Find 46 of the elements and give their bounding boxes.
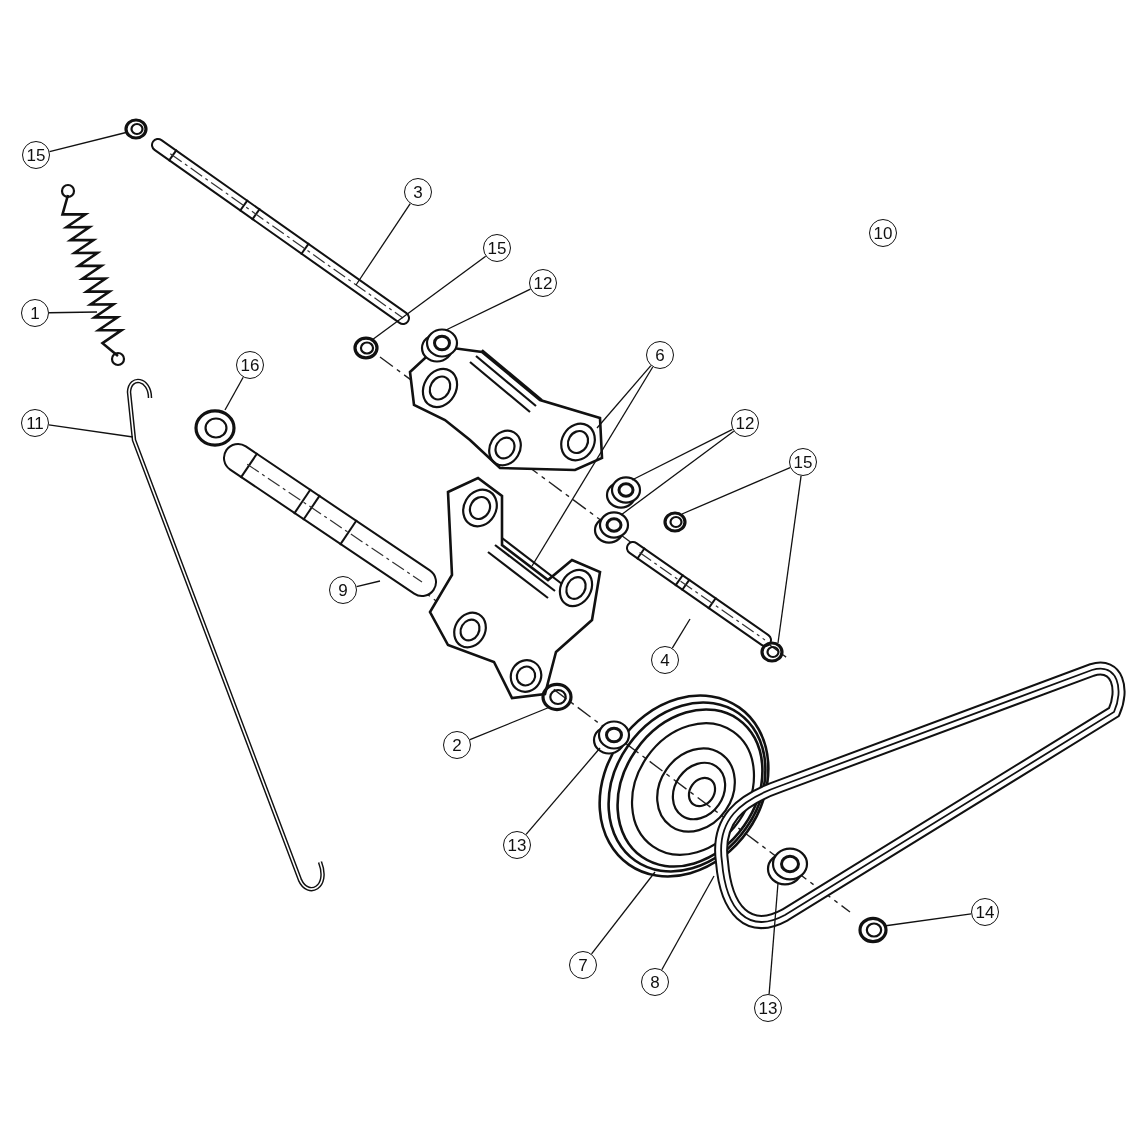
leader-line xyxy=(525,747,601,835)
bushing xyxy=(606,474,642,510)
callout-number: 4 xyxy=(651,646,679,674)
leader-line xyxy=(620,430,735,516)
callout-number: 14 xyxy=(971,898,999,926)
leader-line xyxy=(48,131,129,153)
callout-number: 15 xyxy=(483,234,511,262)
callout-number: 3 xyxy=(404,178,432,206)
callout-number: 2 xyxy=(443,731,471,759)
snap-ring xyxy=(758,638,786,666)
callout-number: 15 xyxy=(789,448,817,476)
leader-line xyxy=(224,376,244,411)
callout-number: 10 xyxy=(869,219,897,247)
callout-number: 13 xyxy=(754,994,782,1022)
leader-line xyxy=(590,871,656,955)
callout-number: 6 xyxy=(646,341,674,369)
leader-line xyxy=(469,706,551,741)
leader-line xyxy=(355,203,411,286)
leader-line xyxy=(681,466,791,515)
callout-number: 16 xyxy=(236,351,264,379)
callout-number: 1 xyxy=(21,299,49,327)
snap-ring xyxy=(122,115,150,143)
leader-line xyxy=(631,428,734,481)
leader-line xyxy=(371,255,487,341)
leader-line xyxy=(671,618,691,649)
callout-number: 7 xyxy=(569,951,597,979)
leader-line xyxy=(355,580,381,588)
snap-ring xyxy=(661,508,689,536)
leader-line xyxy=(883,913,972,927)
callout-number: 9 xyxy=(329,576,357,604)
leader-line xyxy=(48,311,98,314)
leader-line xyxy=(531,366,654,567)
callout-number: 8 xyxy=(641,968,669,996)
bushing xyxy=(767,845,809,887)
callout-number: 13 xyxy=(503,831,531,859)
bushing xyxy=(594,509,630,545)
leader-line xyxy=(48,424,134,438)
leader-line xyxy=(777,475,802,644)
leader-line xyxy=(445,288,532,331)
leader-line xyxy=(768,882,779,995)
callout-number: 12 xyxy=(529,269,557,297)
callout-number: 15 xyxy=(22,141,50,169)
leader-line xyxy=(661,875,715,971)
callout-number: 12 xyxy=(731,409,759,437)
callout-number: 11 xyxy=(21,409,49,437)
leader-line xyxy=(596,364,652,429)
